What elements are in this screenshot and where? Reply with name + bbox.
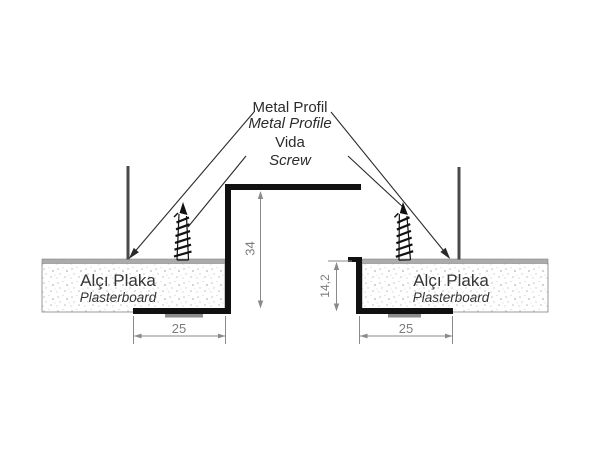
right-profile-upright [457, 167, 461, 260]
left-board-label: Alçı Plaka Plasterboard [47, 271, 189, 306]
dimension-34-text: 34 [242, 241, 258, 256]
dimension-25-right [359, 316, 453, 344]
dimension-25-right-text: 25 [398, 321, 414, 336]
left-screw [173, 202, 192, 261]
left-metal-profile [133, 184, 361, 318]
right-metal-profile [348, 257, 453, 318]
metal-profile-label-en: Metal Profile [248, 115, 332, 132]
metal-profil-label-tr: Metal Profil [252, 99, 328, 116]
dimension-14-2 [328, 260, 352, 312]
left-profile-upright [126, 166, 130, 260]
dimension-14-2-text: 14,2 [318, 274, 332, 298]
right-board-label: Alçı Plaka Plasterboard [380, 271, 522, 306]
left-board-title: Alçı Plaka [80, 271, 156, 290]
vida-label-tr: Vida [275, 134, 305, 151]
right-board-subtitle: Plasterboard [412, 290, 490, 305]
dimension-25-left [133, 316, 226, 344]
right-screw [393, 202, 414, 261]
left-board-subtitle: Plasterboard [79, 290, 157, 305]
screw-label-en: Screw [269, 152, 311, 169]
dimension-25-left-text: 25 [171, 321, 187, 336]
right-plasterboard [361, 258, 549, 313]
right-board-title: Alçı Plaka [413, 271, 489, 290]
dimension-34 [257, 191, 264, 309]
callout-labels: Metal Profil Metal Profile Vida Screw [210, 100, 370, 169]
leader-lines [128, 111, 451, 260]
